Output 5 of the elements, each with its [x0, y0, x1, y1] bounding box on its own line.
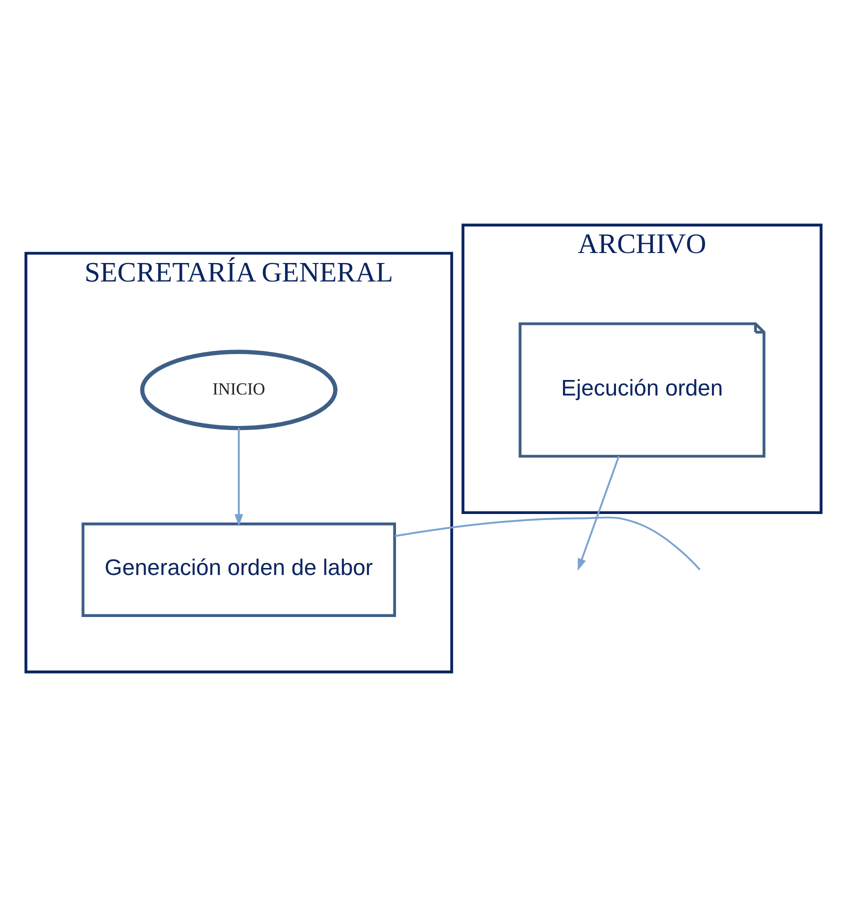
- node-box: Generación orden de labor: [81, 522, 396, 617]
- arrow: [577, 456, 620, 571]
- node-ellipse: INICIO: [140, 350, 337, 430]
- connector: [394, 516, 700, 570]
- arrow: [234, 428, 243, 526]
